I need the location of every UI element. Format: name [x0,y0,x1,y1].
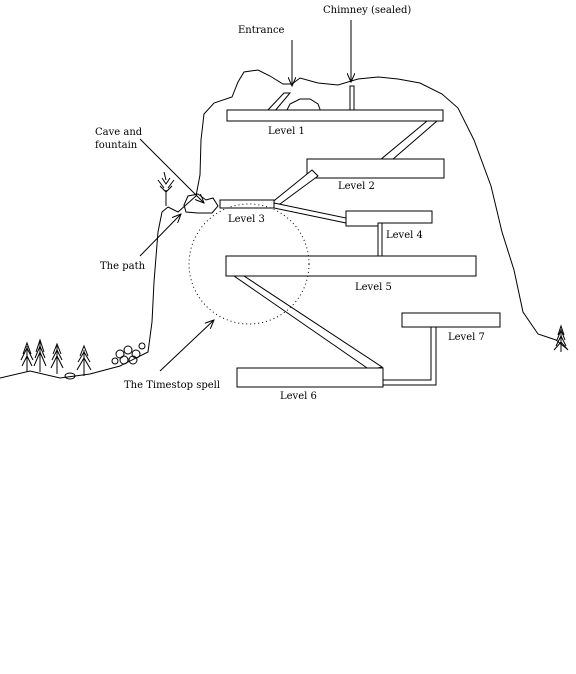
tree-icons [20,171,569,376]
level-4-label: Level 4 [386,230,423,241]
level-4-shaft [377,222,383,259]
shaft-l2-l3 [268,169,319,205]
level-6-label: Level 6 [280,391,317,402]
entrance-passage [264,92,292,113]
shaft-l1-l2 [378,120,439,161]
level-1-room [226,109,444,122]
chimney-label: Chimney (sealed) [323,5,411,16]
entrance-label: Entrance [238,25,285,36]
mountain-outline [167,69,568,350]
cave-label-line2: fountain [95,140,138,151]
chimney-shaft [349,85,355,111]
rocks [64,342,146,380]
level-3-label: Level 3 [228,214,265,225]
tree-icon [20,341,34,372]
cave-label-line1: Cave and [95,127,143,138]
timestop-label: The Timestop spell [124,380,220,391]
level-6-room [236,367,384,388]
level-7-label: Level 7 [448,332,485,343]
tree-icon [553,324,569,352]
tree-icon [33,338,47,372]
entrance-chamber [285,98,322,113]
level-1-label: Level 1 [268,126,305,137]
passage-l3-l4 [273,202,347,224]
cave-arrow [139,138,204,203]
timestop-area [188,203,310,325]
level-5-room [225,255,477,277]
tree-icon [50,342,64,374]
level-4-room [345,210,433,227]
path-arrow [139,214,181,257]
level-5-label: Level 5 [355,282,392,293]
shaft-l5-l6 [232,275,384,371]
ground-line [0,206,169,379]
timestop-arrow [159,320,214,372]
tree-icon [157,171,175,206]
level-7-room [401,312,501,328]
level-2-room [306,158,445,179]
tree-icon [76,344,92,376]
level-2-label: Level 2 [338,181,375,192]
path-label: The path [100,261,146,272]
passage-l6-l7 [382,325,437,386]
cave-outline [183,193,219,214]
